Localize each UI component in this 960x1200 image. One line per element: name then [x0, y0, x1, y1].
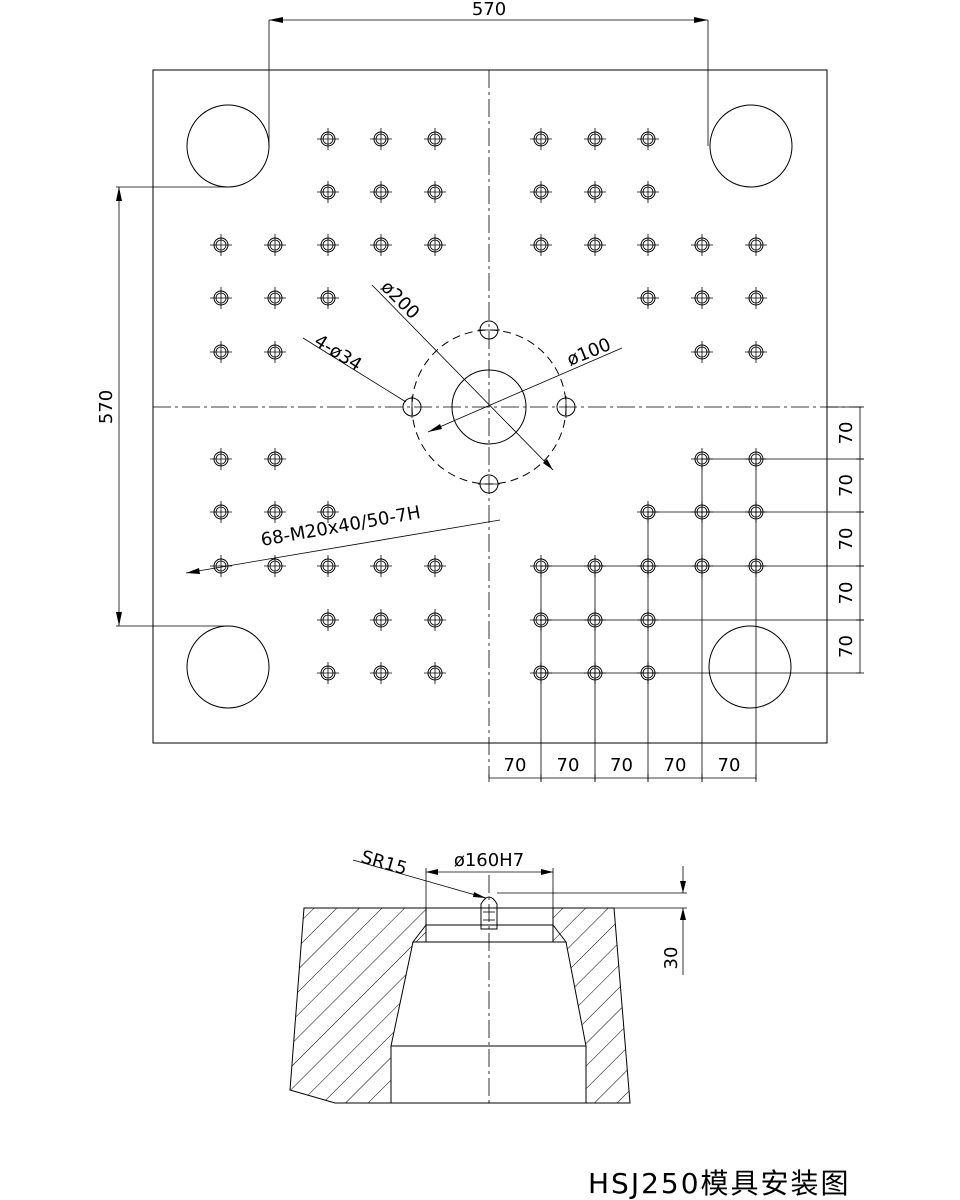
tapped-hole	[637, 287, 659, 309]
dia100-label: ø100	[564, 334, 614, 370]
top-width-dimension: 570	[268, 0, 709, 146]
tapped-hole	[317, 287, 339, 309]
tapped-hole	[264, 287, 286, 309]
right-spacing-label: 70	[836, 528, 857, 551]
tapped-hole	[210, 448, 232, 470]
bottom-spacing-label: 70	[664, 755, 687, 776]
right-spacing-label: 70	[836, 635, 857, 658]
bottom-spacing-label: 70	[610, 755, 633, 776]
bore-label: ø160H7	[454, 850, 524, 871]
tapped-hole	[317, 181, 339, 203]
tapped-hole	[264, 234, 286, 256]
right-spacing-label: 70	[836, 582, 857, 605]
tie-bar-top-right	[709, 104, 793, 188]
tie-bar-bottom-right	[708, 625, 792, 709]
tapped-hole	[317, 234, 339, 256]
holes-4x34-label: 4-ø34	[310, 330, 365, 375]
tapped-hole	[691, 234, 713, 256]
bottom-spacing-label: 70	[557, 755, 580, 776]
tapped-hole	[637, 234, 659, 256]
tapped-hole	[210, 234, 232, 256]
nozzle-section-view: ø160H7 SR15 30	[289, 847, 687, 1105]
tapped-hole	[210, 341, 232, 363]
tapped-hole	[370, 662, 392, 684]
tapped-hole	[210, 501, 232, 523]
holes-4x34-leader: 4-ø34	[302, 330, 407, 403]
tapped-hole	[745, 287, 767, 309]
tapped-hole	[264, 501, 286, 523]
tapped-hole	[317, 609, 339, 631]
section-left-hatch	[289, 907, 427, 1104]
tapped-hole	[370, 234, 392, 256]
tapped-hole	[264, 448, 286, 470]
hole-grid-extension-lines	[540, 458, 860, 780]
tapped-hole	[745, 341, 767, 363]
tapped-hole	[264, 341, 286, 363]
ejector-hole-left	[402, 396, 422, 418]
tapped-hole	[530, 128, 552, 150]
bottom-spacing-label: 70	[718, 755, 741, 776]
tapped-hole	[210, 287, 232, 309]
tapped-hole	[370, 609, 392, 631]
bottom-spacing-dimensions: 70 70 70 70 70	[488, 755, 757, 782]
tapped-hole	[317, 128, 339, 150]
tapped-hole	[424, 181, 446, 203]
tapped-hole	[584, 128, 606, 150]
ejector-hole-top	[478, 320, 500, 340]
tapped-hole	[370, 555, 392, 577]
left-height-dimension: 570	[96, 186, 228, 627]
tie-bar-bottom-left	[186, 625, 270, 709]
tapped-hole	[637, 128, 659, 150]
tapped-hole	[637, 181, 659, 203]
tapped-hole	[424, 609, 446, 631]
tapped-hole	[424, 234, 446, 256]
tapped-hole	[264, 555, 286, 577]
tie-bar-top-left	[186, 104, 270, 188]
tapped-hole	[317, 662, 339, 684]
ejector-hole-bottom	[478, 474, 500, 494]
tapped-hole	[424, 555, 446, 577]
section-right-hatch	[552, 907, 631, 1104]
right-spacing-dimensions: 70 70 70 70 70	[827, 406, 864, 674]
dia200-leader: ø200	[371, 277, 554, 471]
right-spacing-label: 70	[836, 422, 857, 445]
tapped-hole	[424, 128, 446, 150]
drawing-title: HSJ250模具安装图	[588, 1167, 851, 1200]
tapped-hole	[424, 662, 446, 684]
tapped-hole	[530, 181, 552, 203]
tapped-hole	[370, 181, 392, 203]
bottom-spacing-label: 70	[504, 755, 527, 776]
right-spacing-label: 70	[836, 474, 857, 497]
tapped-hole	[691, 287, 713, 309]
top-width-label: 570	[472, 0, 506, 20]
tapped-hole	[530, 234, 552, 256]
center-bore-circle	[451, 369, 527, 445]
tapped-hole	[317, 555, 339, 577]
tapped-holes-group	[210, 128, 767, 684]
tapped-holes-label: 68-M20x40/50-7H	[259, 502, 422, 551]
tapped-holes-leader: 68-M20x40/50-7H	[185, 502, 501, 574]
left-height-label: 570	[96, 390, 117, 424]
ejector-hole-right	[556, 396, 576, 418]
platen-outline	[152, 69, 828, 744]
sphere-radius-label: SR15	[359, 847, 410, 880]
tapped-hole	[584, 181, 606, 203]
tapped-hole	[584, 234, 606, 256]
dia200-label: ø200	[376, 277, 423, 324]
tapped-hole	[691, 341, 713, 363]
tapped-hole	[317, 501, 339, 523]
tapped-hole	[370, 128, 392, 150]
tapped-hole	[745, 234, 767, 256]
depth-label: 30	[661, 947, 682, 970]
